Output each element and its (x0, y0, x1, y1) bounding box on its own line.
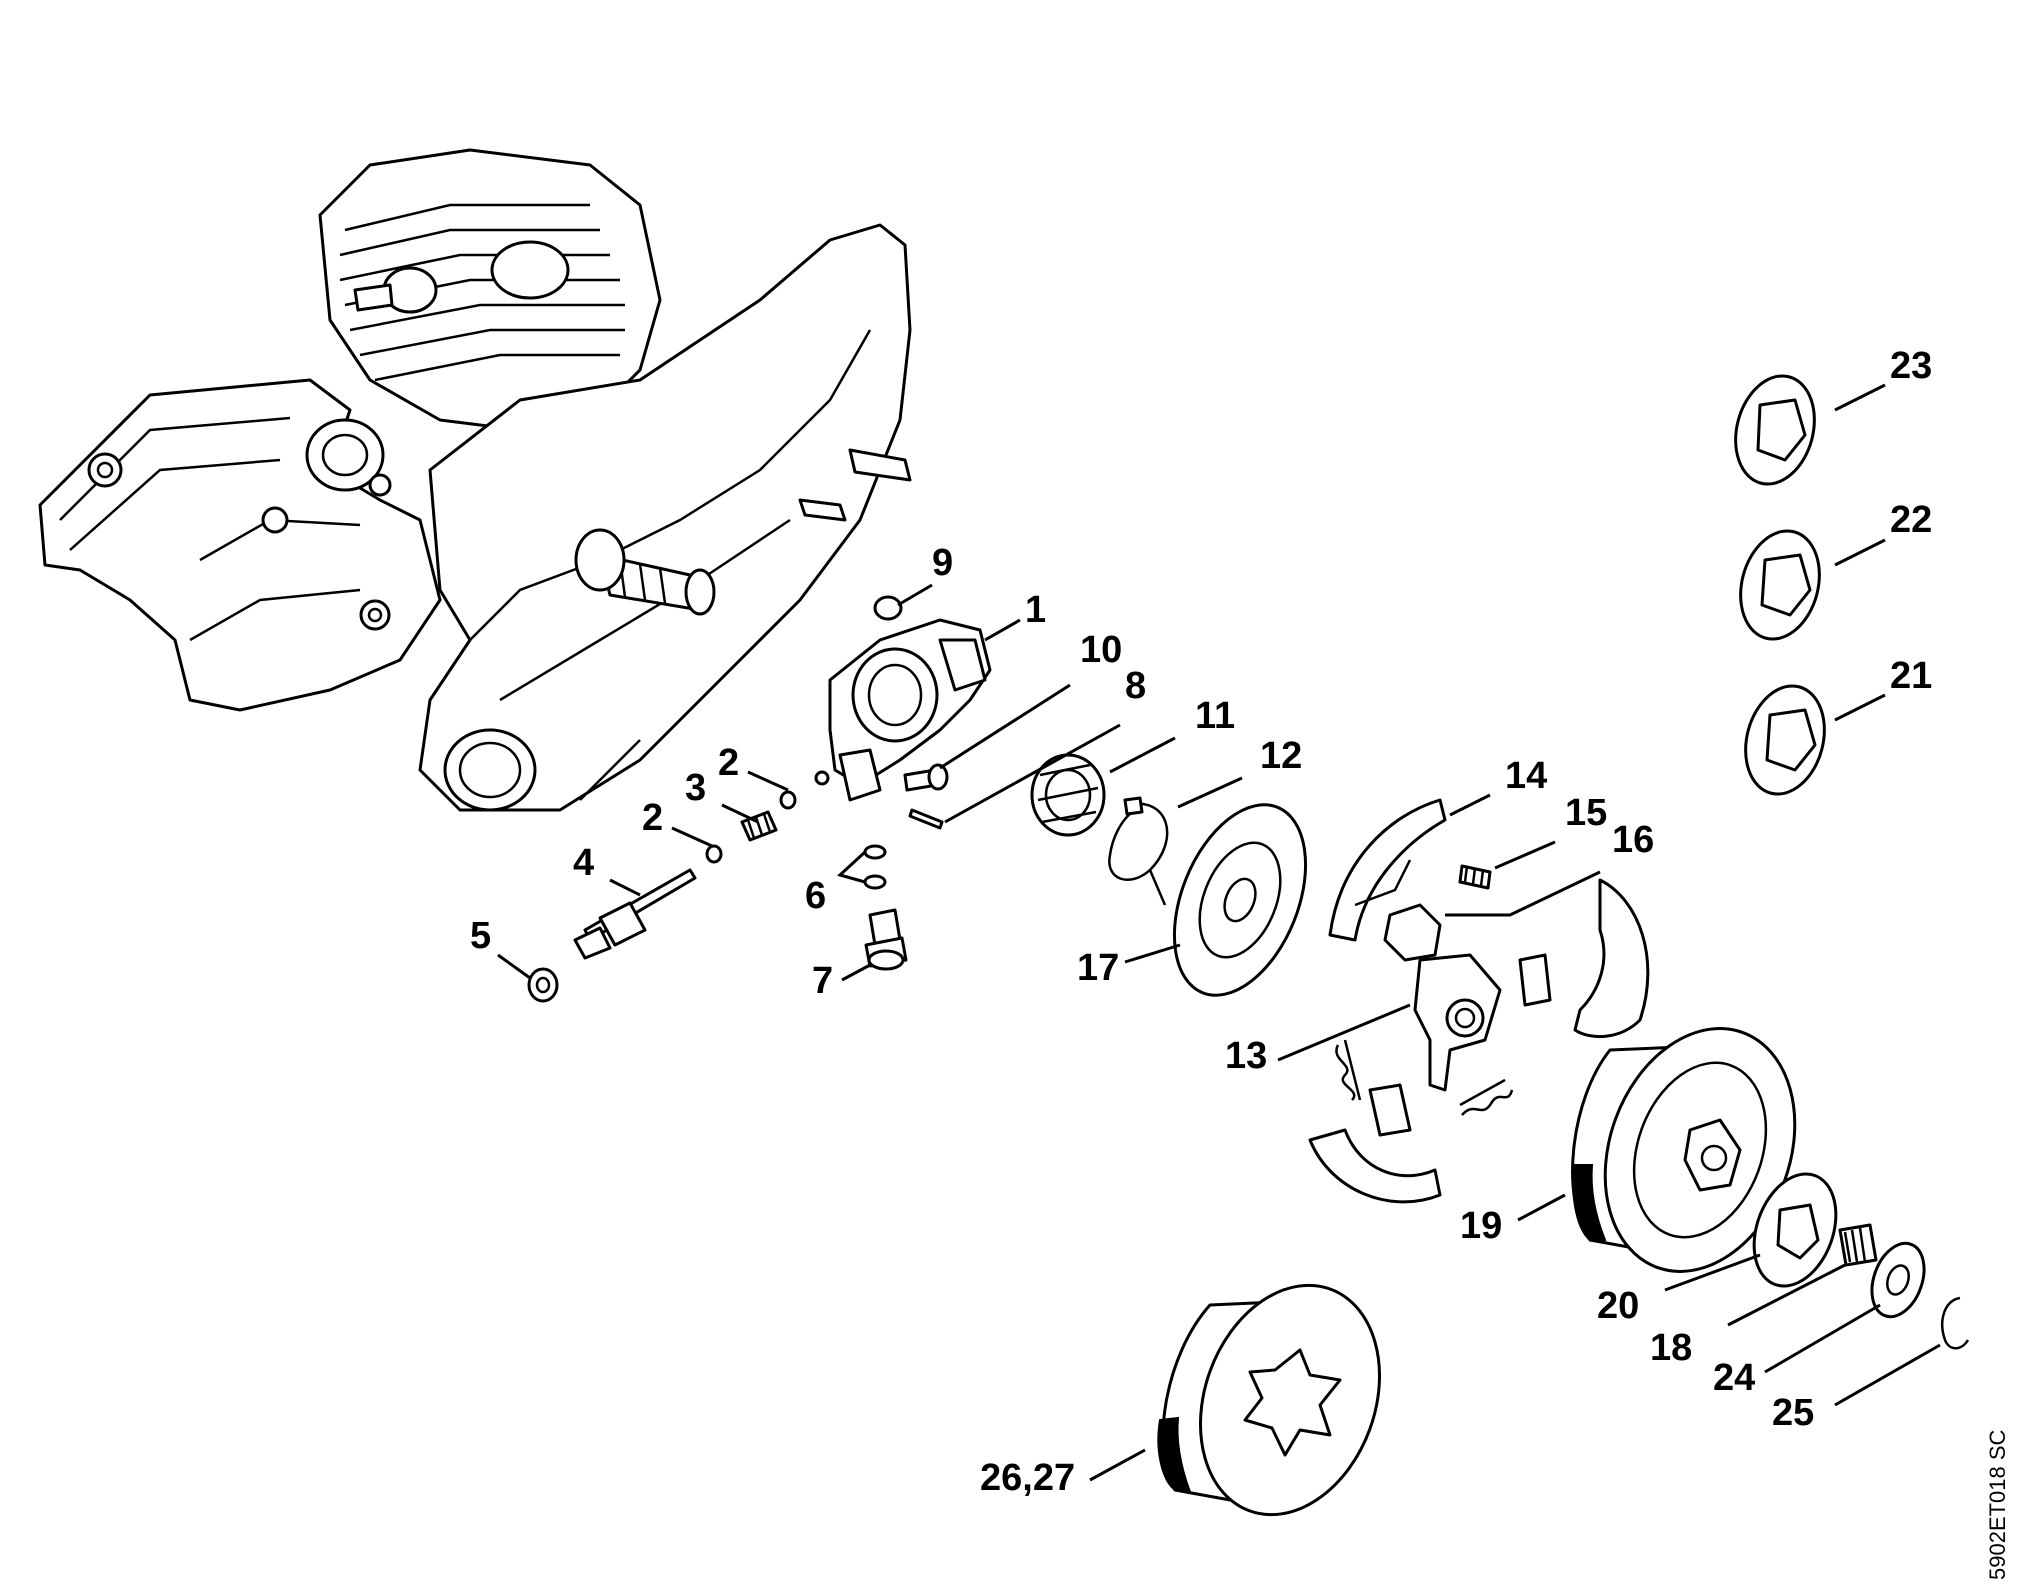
part-14-clutch-shoe (1328, 798, 1447, 942)
label-25: 25 (1772, 1392, 1814, 1434)
label-10: 10 (1080, 629, 1122, 671)
part-6-oring-upper (863, 844, 887, 860)
part-18-needle-cage (1838, 1223, 1878, 1267)
clutch-shoe-lower (1308, 1128, 1442, 1204)
label-19: 19 (1460, 1205, 1502, 1247)
label-20: 20 (1597, 1285, 1639, 1327)
label-13: 13 (1225, 1035, 1267, 1077)
part-15-spring (1458, 864, 1492, 890)
label-9: 9 (932, 542, 953, 584)
part-10-screw (903, 763, 949, 792)
small-oring (814, 770, 830, 786)
label-17: 17 (1077, 947, 1119, 989)
part-6-oring-lower (863, 874, 887, 890)
label-8: 8 (1125, 665, 1146, 707)
label-15: 15 (1565, 792, 1607, 834)
oil-pump-assembly (828, 618, 992, 802)
part-23-rim-sprocket (1734, 374, 1816, 486)
part-5-nut (527, 967, 559, 1003)
label-2: 2 (642, 797, 663, 839)
label-12: 12 (1260, 735, 1302, 777)
reference-code: 5902ET018 SC (1985, 1429, 2010, 1580)
label-4: 4 (573, 842, 594, 884)
label-7: 7 (812, 960, 833, 1002)
part-11-worm (1030, 753, 1106, 837)
label-21: 21 (1890, 655, 1932, 697)
label-5: 5 (470, 915, 491, 957)
label-1: 1 (1025, 589, 1046, 631)
label-23: 23 (1890, 345, 1932, 387)
label-18: 18 (1650, 1327, 1692, 1369)
leader-lines (497, 383, 1941, 1482)
callout-labels: 1 2 2 3 4 5 6 7 8 9 10 11 12 13 14 15 16… (470, 345, 1932, 1499)
label-2: 2 (718, 742, 739, 784)
part-8-pin (908, 808, 944, 830)
part-21-rim-sprocket (1744, 684, 1826, 796)
label-14: 14 (1505, 755, 1547, 797)
part-26-27-spur-drum (1157, 1283, 1381, 1517)
part-16-slider (1383, 903, 1442, 962)
part-25-e-clip (1941, 1296, 1970, 1350)
part-19-clutch-drum (1571, 1027, 1797, 1273)
part-9-nut (873, 595, 903, 621)
label-6: 6 (805, 875, 826, 917)
part-2-washer-upper (779, 790, 797, 810)
label-11: 11 (1195, 695, 1235, 737)
part-7-nipple (864, 908, 908, 971)
part-24-washer (1870, 1241, 1926, 1319)
clutch-spring-left (1335, 1039, 1362, 1101)
clutch-shoe-right (1573, 878, 1650, 1039)
engine-housing (38, 148, 912, 812)
part-22-rim-sprocket (1739, 529, 1821, 641)
label-26-27: 26,27 (980, 1457, 1075, 1499)
label-22: 22 (1890, 499, 1932, 541)
part-4-shaft (573, 868, 697, 960)
part-12-spring-clip (1108, 796, 1169, 906)
label-24: 24 (1713, 1357, 1755, 1399)
part-17-disc (1172, 803, 1308, 997)
label-3: 3 (685, 767, 706, 809)
part-20-sprocket (1752, 1172, 1838, 1288)
part-2-washer-lower (705, 844, 723, 864)
label-16: 16 (1612, 819, 1654, 861)
clutch-spring-lower (1459, 1078, 1514, 1116)
